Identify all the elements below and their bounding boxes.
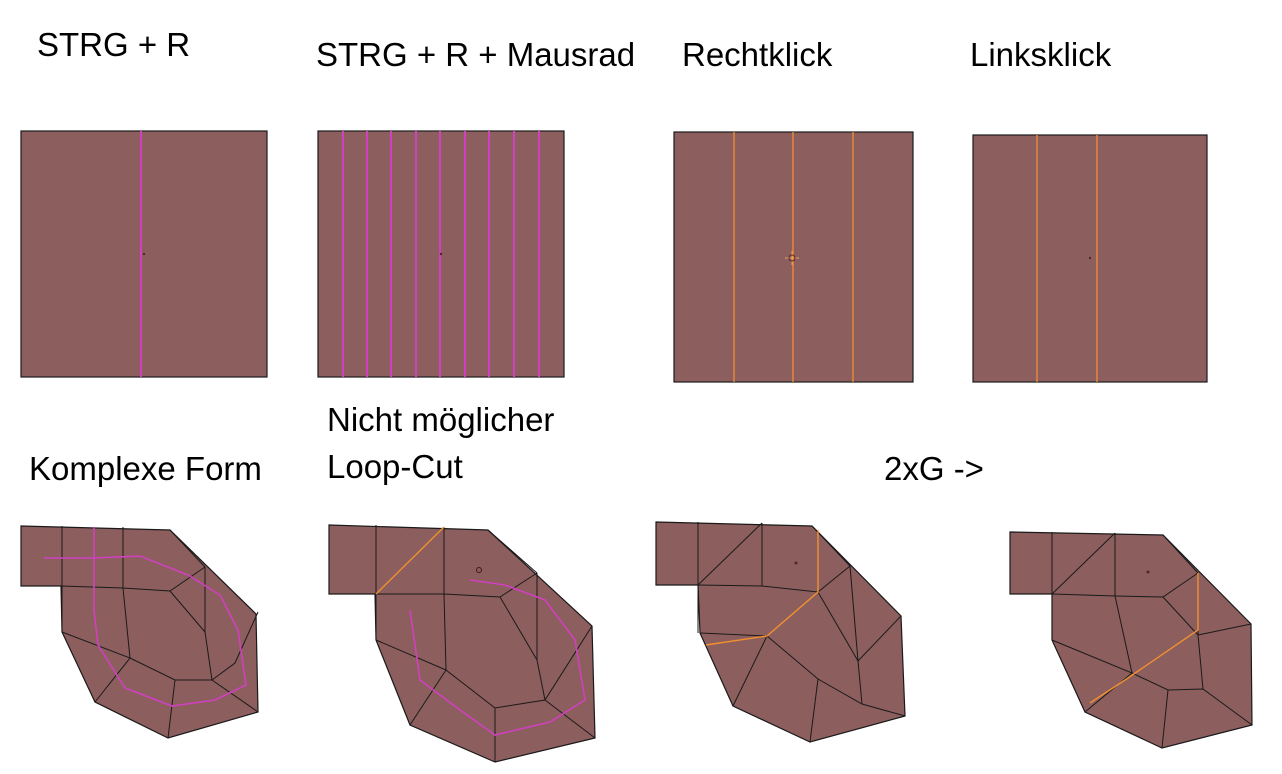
label-2xg: 2xG -> xyxy=(884,450,984,487)
label-strg-r-mausrad: STRG + R + Mausrad xyxy=(316,36,636,73)
mesh-square-strg-r xyxy=(20,130,268,378)
mesh-square-rechtsklick xyxy=(673,131,914,383)
label-nicht-moeglich-2: Loop-Cut xyxy=(327,448,463,485)
label-strg-r: STRG + R xyxy=(37,26,191,63)
mesh-2xg-step1 xyxy=(655,521,906,743)
mesh-square-linksklick xyxy=(972,134,1208,383)
label-komplexe-form: Komplexe Form xyxy=(29,450,262,487)
mesh-loop-cut-not-possible xyxy=(328,524,596,763)
label-rechtsklick: Rechtklick xyxy=(682,36,833,73)
mesh-square-mausrad xyxy=(317,130,565,378)
label-linksklick: Linksklick xyxy=(970,36,1112,73)
mesh-complex-form xyxy=(20,525,259,739)
label-nicht-moeglich-1: Nicht möglicher xyxy=(327,401,555,438)
mesh-2xg-step2 xyxy=(1009,531,1253,749)
